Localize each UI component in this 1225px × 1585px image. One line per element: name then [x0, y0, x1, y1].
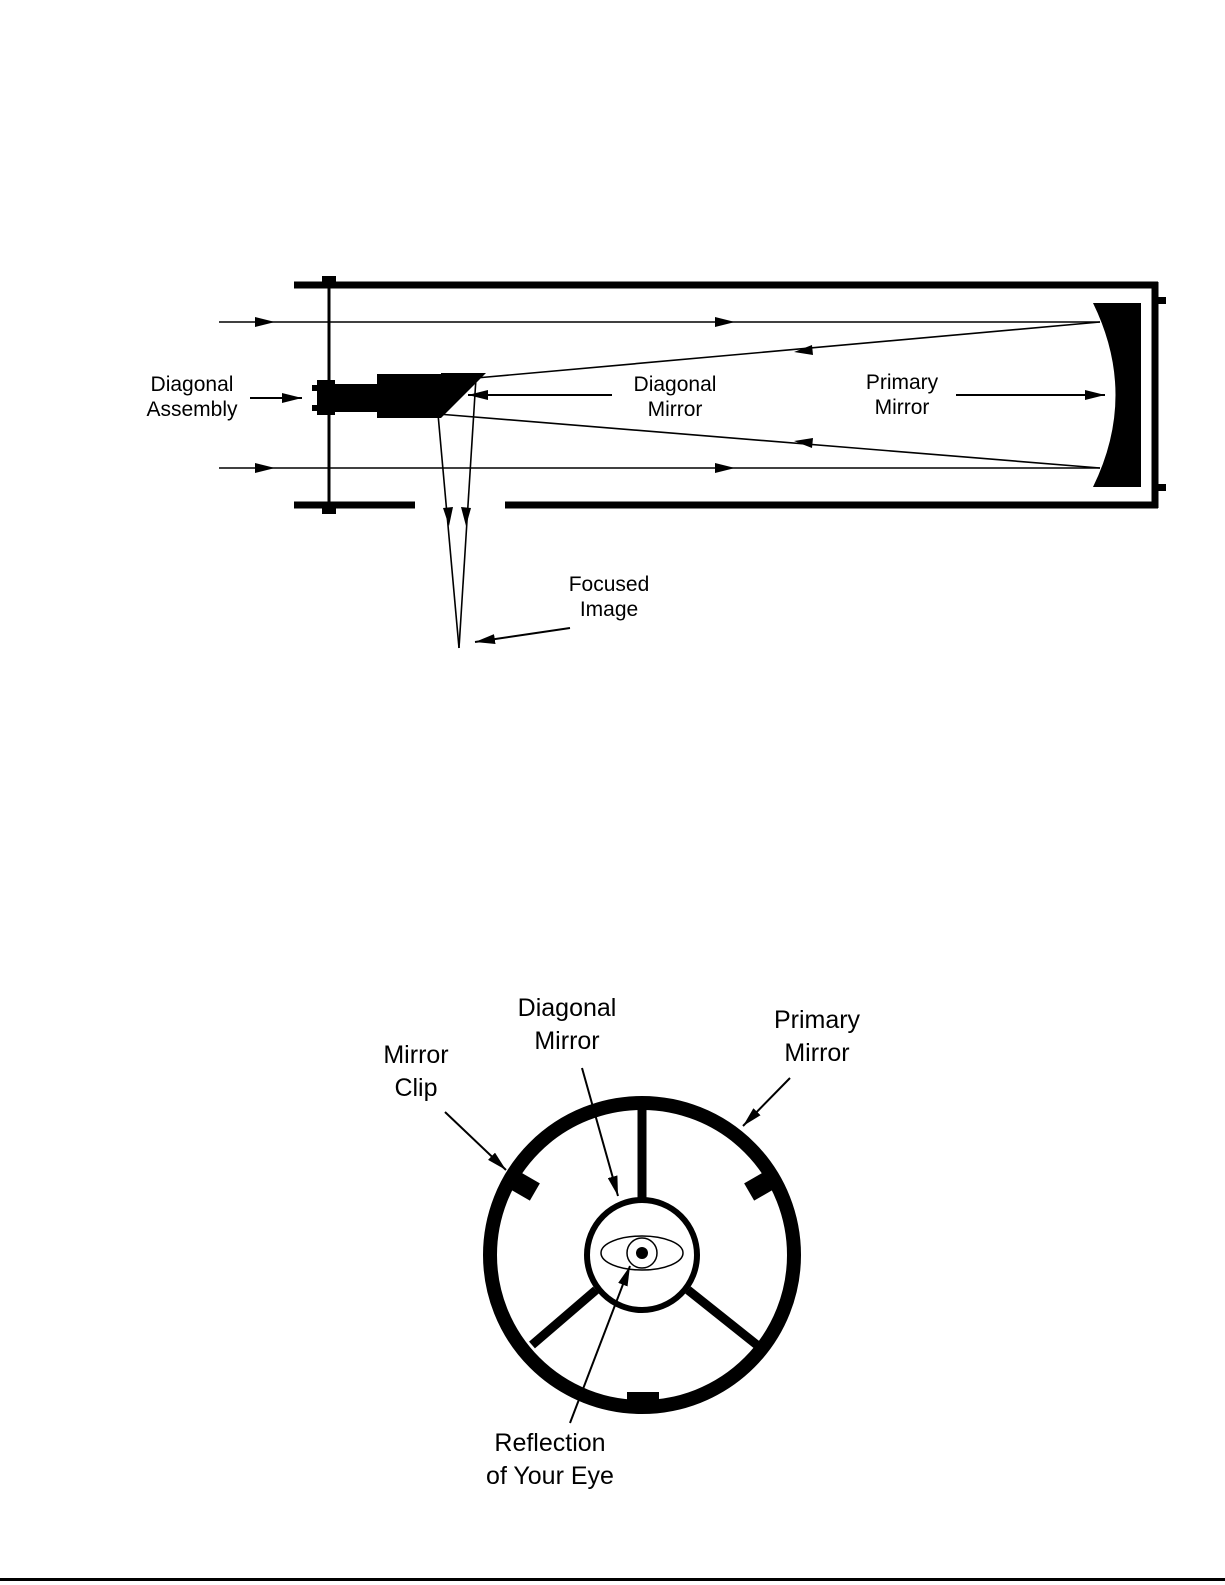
- label-primary-mirror-top: Primary Mirror: [850, 370, 954, 420]
- label-reflection-of-your-eye: Reflection of Your Eye: [470, 1427, 630, 1492]
- label-diagonal-assembly: Diagonal Assembly: [141, 372, 243, 422]
- diagonal-assembly: [312, 373, 486, 418]
- label-primary-mirror-bottom: Primary Mirror: [755, 1004, 879, 1069]
- label-mirror-clip: Mirror Clip: [368, 1039, 464, 1104]
- page-bottom-rule: [0, 1578, 1225, 1581]
- label-diagonal-mirror-bottom: Diagonal Mirror: [500, 992, 634, 1057]
- label-diagonal-mirror-top: Diagonal Mirror: [615, 372, 735, 422]
- mirror-cell-front-view: [490, 1103, 794, 1407]
- label-pointers-top: [250, 395, 1105, 642]
- label-focused-image: Focused Image: [555, 572, 663, 622]
